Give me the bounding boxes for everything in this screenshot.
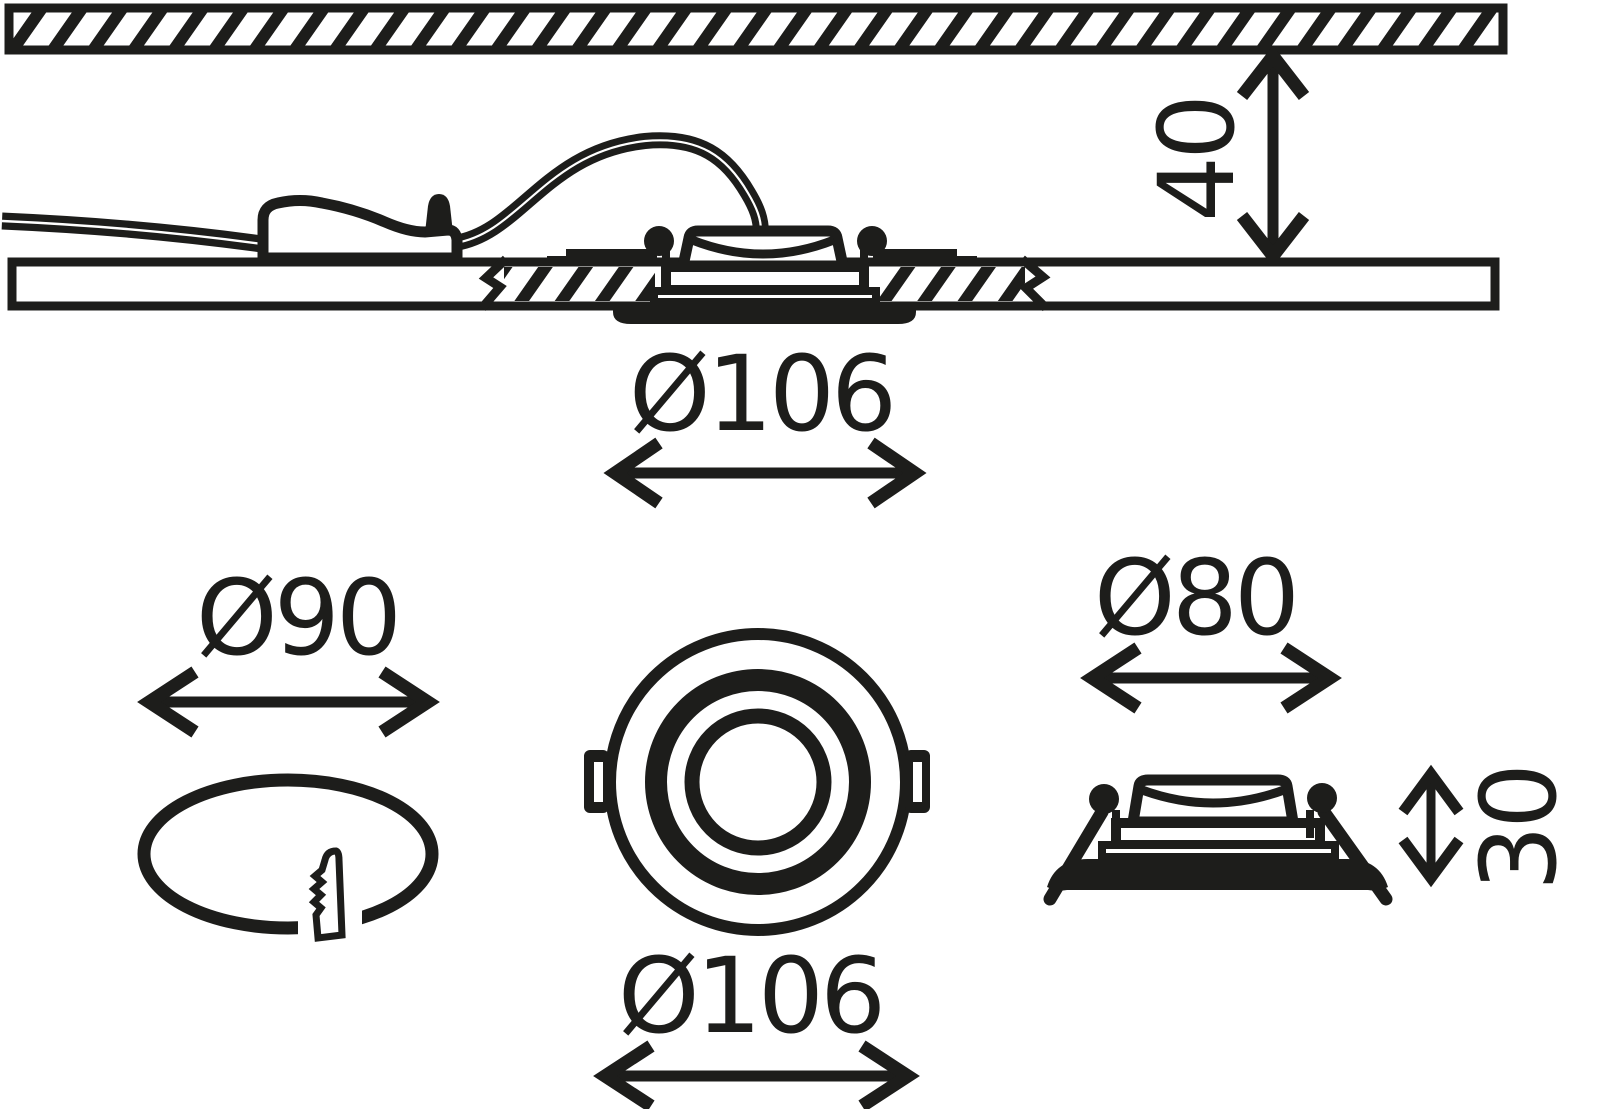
cutout-view	[137, 666, 440, 942]
front-view	[584, 628, 930, 1109]
driver-box	[257, 194, 463, 264]
saw-blade-icon	[308, 847, 346, 942]
trim-brim	[1047, 858, 1388, 891]
recessed-light-section	[547, 225, 977, 324]
trim-ring-section	[613, 303, 916, 324]
lens-dish-side	[1140, 785, 1286, 808]
lens-ring	[684, 708, 832, 856]
dimension-80-label: Ø80	[1093, 537, 1300, 659]
dimension-80-arrow	[1080, 642, 1342, 714]
dimension-40-arrow	[1236, 45, 1310, 267]
clip-head-left	[1089, 784, 1119, 814]
clip-head-right	[1307, 783, 1337, 813]
panel-break-right	[1018, 255, 1051, 312]
panel-hatch-left	[504, 267, 655, 301]
ceiling-slab	[4, 3, 1508, 55]
side-view	[1043, 642, 1464, 906]
dimension-106-bottom-label: Ø106	[617, 935, 886, 1057]
dimension-106-bottom-arrow	[593, 1040, 920, 1109]
dimension-90-label: Ø90	[195, 557, 402, 679]
dimension-106-top-arrow	[603, 437, 927, 509]
clip-pivot-right	[857, 226, 887, 256]
dimension-40-label: 40	[1136, 97, 1258, 223]
cutout-ellipse	[137, 773, 439, 935]
driver-cable	[453, 132, 769, 251]
spring-clip-right	[1317, 805, 1393, 906]
dimension-30-label: 30	[1458, 766, 1580, 892]
dimension-106-top-label: Ø106	[628, 333, 897, 455]
dimension-30-arrow	[1398, 764, 1464, 888]
spring-clip-flat-left	[547, 249, 657, 264]
spring-clip-left	[1043, 805, 1109, 906]
dimension-90-arrow	[137, 666, 440, 738]
spring-clip-flat-right	[873, 249, 977, 264]
supply-cable	[1, 212, 264, 253]
clip-pivot-left	[644, 226, 674, 256]
panel-hatch-right	[877, 267, 1025, 301]
lens-dish-section	[690, 235, 836, 259]
panel-break-left	[478, 255, 510, 311]
bezel-ring	[645, 669, 871, 895]
lamp-body-section	[676, 225, 850, 272]
strain-relief-clip	[425, 194, 453, 233]
